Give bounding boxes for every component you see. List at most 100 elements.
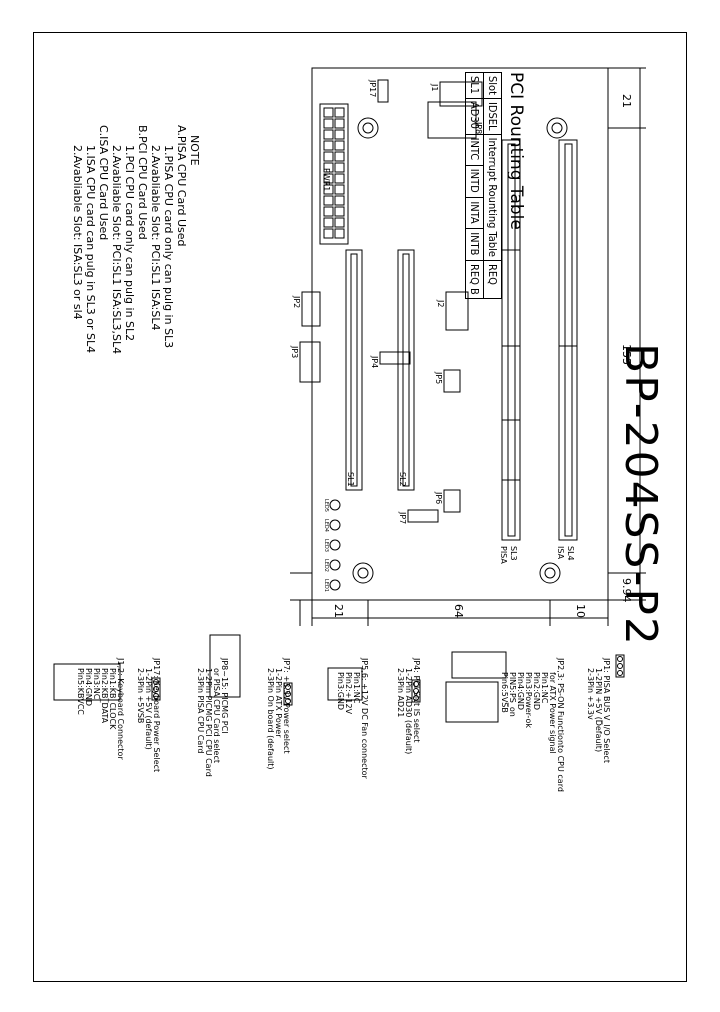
legend-line: Pin2:GND xyxy=(532,672,541,711)
dim-length: 155 xyxy=(620,344,633,365)
j1-label: J1 xyxy=(430,84,439,92)
jp1-legend-jumper xyxy=(615,654,625,678)
led3 xyxy=(329,539,341,551)
dim-bottom-right: 9.94 xyxy=(620,578,633,603)
legend-line: JP8~15: PICMG PCI xyxy=(220,658,229,734)
legend-line: J1,2: Keyboard Connector xyxy=(116,658,125,760)
j1-legend-connector xyxy=(53,663,121,701)
mounting-hole xyxy=(357,117,379,139)
mounting-hole xyxy=(546,117,568,139)
legend-line: JP5,6: +12V DC Fan connector xyxy=(360,658,369,779)
legend-line: Pin6:5VSB xyxy=(500,672,509,713)
legend-line: JP4: PCI Slot IS select xyxy=(412,658,421,743)
pwr1-label: PWR1 xyxy=(322,168,331,192)
jp5-label: JP5 xyxy=(434,372,443,385)
led3-label: LED3 xyxy=(323,539,329,552)
legend-line: 1-2Pin PICMG PCI CPU Card xyxy=(204,668,213,777)
sl3-label: SL3 xyxy=(509,546,518,561)
pwr1-connector xyxy=(319,103,349,245)
jp4-legend: JP4: PCI Slot IS select 1-2Pin AD30 (def… xyxy=(396,658,421,754)
jp8-legend: JP8~15: PICMG PCI or PISA CPU Card selec… xyxy=(196,658,229,777)
legend-line: 2-3Pin On board (default) xyxy=(266,668,275,770)
jp5-legend-connector xyxy=(327,667,363,701)
led2-label: LED2 xyxy=(323,559,329,572)
legend-line: Pin3:NC xyxy=(92,668,101,700)
slot-sl3 xyxy=(501,139,521,541)
led5 xyxy=(329,499,341,511)
sl1-label: SL1 xyxy=(346,472,355,487)
legend-line: Pin5:KBVCC xyxy=(76,668,85,715)
legend-line: Pin2:KB_DATA xyxy=(100,668,109,724)
led1-label: LED1 xyxy=(323,579,329,592)
legend-line: Pin1:NC xyxy=(540,672,549,704)
dimension-lines xyxy=(290,67,646,626)
jp5-legend: JP5,6: +12V DC Fan connector Pin1:NC Pin… xyxy=(336,658,369,779)
legend-line: JP7: +3.3V Power select xyxy=(282,658,291,754)
pwr1-pins xyxy=(323,107,345,239)
slot-sl1 xyxy=(345,249,363,491)
slot-sl4 xyxy=(558,139,578,541)
mounting-hole xyxy=(539,562,561,584)
jp17-legend: JP17: Keyboard Power Select 1-2Pin +5V (… xyxy=(136,658,161,773)
jp7-label: JP7 xyxy=(398,512,407,525)
jp5-connector xyxy=(443,369,461,393)
jp17-label: JP17 xyxy=(368,80,377,98)
jp3-label: JP3 xyxy=(290,346,299,359)
jp17-legend-jumper xyxy=(151,677,161,701)
jp2-legend: JP2,3: PS-ON Functionto CPU card for ATX… xyxy=(500,658,565,792)
j2-label: J2 xyxy=(436,300,445,308)
jp7-legend: JP7: +3.3V Power select 1-2Pin ATX Power… xyxy=(266,658,291,770)
j2-connector xyxy=(445,291,469,331)
legend-line: 2-3Pin AD21 xyxy=(396,668,405,718)
legend-line: 1-2PIN +5V (Default) xyxy=(594,668,603,753)
legend-line: Pin4:GND xyxy=(516,672,525,711)
slot-sl2 xyxy=(397,249,415,491)
legend-line: 2-3Pin +5VSB xyxy=(136,668,145,724)
jp2-legend-connector xyxy=(451,651,507,679)
legend-line: Pin3:GND xyxy=(336,672,345,711)
legend-line: for ATX Power signal xyxy=(548,672,557,754)
j12-legend: J1,2: Keyboard Connector Pin1:KB_CLOCK P… xyxy=(76,658,125,760)
dim-top-right: 21 xyxy=(620,94,633,108)
led4 xyxy=(329,519,341,531)
legend-line: 2-3Pin PISA CPU Card xyxy=(196,668,205,754)
legend-graphics xyxy=(53,634,625,723)
legend-line: 2-3Pin +3.3v xyxy=(586,668,595,720)
legend-line: or PISA CPU Card select xyxy=(212,668,221,763)
jp1-legend: JP1: PISA BUS V_I/O Select 1-2PIN +5V (D… xyxy=(586,658,611,763)
jp4-label: JP4 xyxy=(370,356,379,369)
jp3-connector xyxy=(299,341,321,383)
jp8-legend-block xyxy=(209,634,241,698)
sl4-label: SL4 xyxy=(566,546,575,561)
jp17-jumper xyxy=(377,79,389,103)
jp7-legend-jumper xyxy=(283,682,293,706)
dim-w2: 64 xyxy=(452,604,465,618)
jp6-connector xyxy=(443,489,461,513)
legend-line: JP17: Keyboard Power Select xyxy=(152,658,161,773)
board-outline xyxy=(311,67,609,601)
dim-w3: 10 xyxy=(574,604,587,618)
pisa-label: PISA xyxy=(499,546,508,564)
dim-w1: 21 xyxy=(332,604,345,618)
jp6-label: JP6 xyxy=(434,492,443,505)
jp8-label: JP8 xyxy=(474,122,483,135)
legend-line: Pin4:GND xyxy=(84,668,93,707)
legend-line: 1-2Pin ATX Power xyxy=(274,668,283,738)
led5-label: LED5 xyxy=(323,499,329,512)
legend-line: Pin1:KB_CLOCK xyxy=(108,668,117,730)
led2 xyxy=(329,559,341,571)
jp4-legend-jumper xyxy=(411,679,421,703)
jp4-jumper xyxy=(379,351,411,365)
isa-label: ISA xyxy=(556,546,565,560)
drawing-frame xyxy=(33,32,687,982)
jp2-connector xyxy=(301,291,321,327)
legend-line: 1-2Pin +5V (default) xyxy=(144,668,153,750)
jp2-label: JP2 xyxy=(292,296,301,309)
legend-line: JP2,3: PS-ON Functionto CPU card xyxy=(556,658,565,792)
legend-line: Pin1:NC xyxy=(352,672,361,704)
mounting-hole xyxy=(352,562,374,584)
led1 xyxy=(329,579,341,591)
sl2-label: SL2 xyxy=(398,472,407,487)
